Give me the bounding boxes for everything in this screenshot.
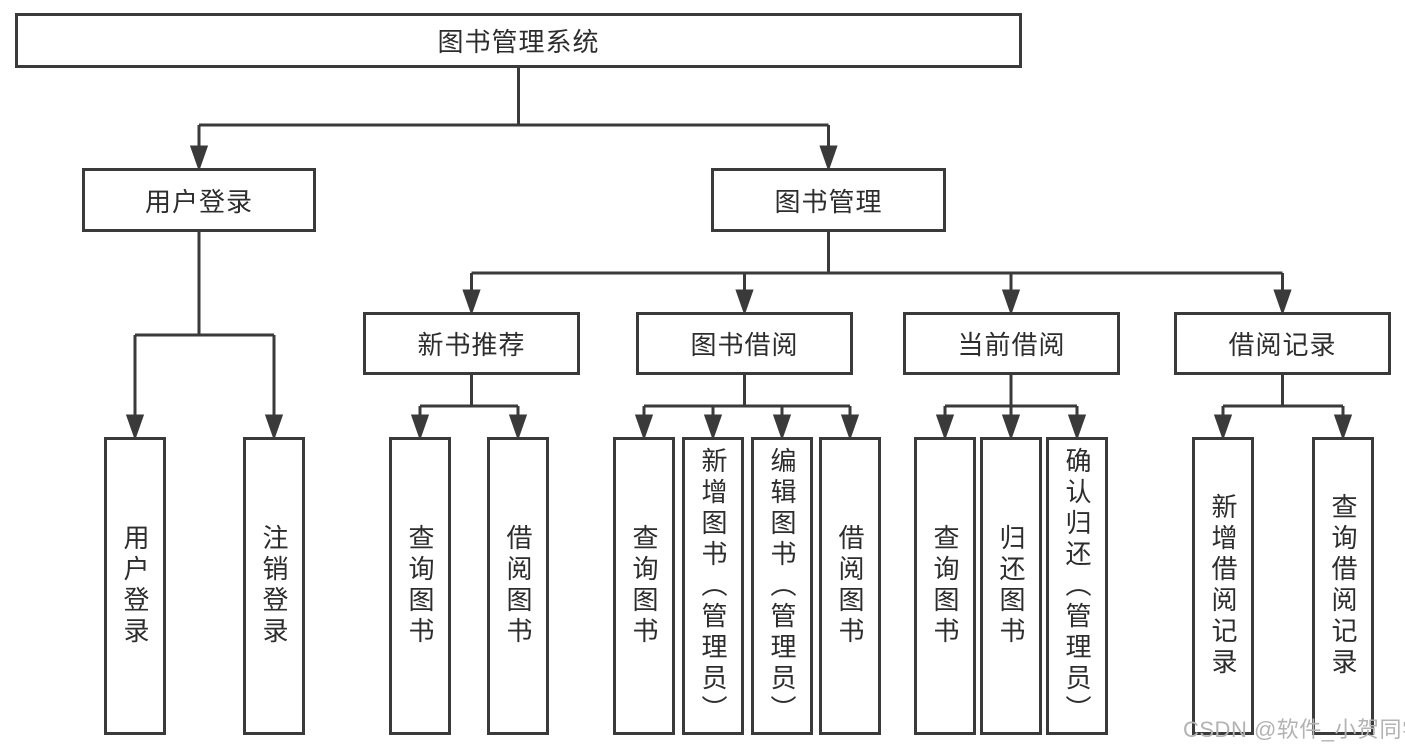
node-label: 借阅记录 xyxy=(1228,330,1337,360)
node-label: 借阅图书 xyxy=(835,524,865,648)
node-label: 查询图书 xyxy=(930,524,960,648)
node-label: 查询图书 xyxy=(405,524,435,648)
node-bb-query-books: 查询图书 xyxy=(613,437,675,735)
node-label: 查询借阅记录 xyxy=(1328,493,1358,679)
node-label: 确认归还（管理员） xyxy=(1062,446,1092,726)
watermark-text: CSDN @软件_小贺同学 xyxy=(1183,717,1405,742)
node-label: 查询图书 xyxy=(629,524,659,648)
connector-new-book-recommendation-to-leaves xyxy=(410,375,528,441)
node-br-query-borrow-record: 查询借阅记录 xyxy=(1312,437,1374,735)
connector-current-borrowing-to-leaves xyxy=(935,375,1087,441)
node-label: 新增图书（管理员） xyxy=(698,446,728,726)
node-label: 新增借阅记录 xyxy=(1208,493,1238,679)
connector-user-login-to-leaves xyxy=(125,232,284,441)
node-label: 归还图书 xyxy=(996,524,1026,648)
node-label: 注销登录 xyxy=(259,524,289,648)
node-new-book-recommendation: 新书推荐 xyxy=(363,312,580,375)
node-library-management-system: 图书管理系统 xyxy=(15,13,1022,68)
node-label: 新书推荐 xyxy=(417,330,526,360)
node-cb-confirm-return-admin: 确认归还（管理员） xyxy=(1046,437,1108,735)
node-label: 编辑图书（管理员） xyxy=(767,446,797,726)
node-book-management: 图书管理 xyxy=(711,168,946,232)
connector-book-management-to-level3 xyxy=(462,232,1292,316)
node-label: 图书管理 xyxy=(774,186,883,217)
node-bb-edit-books-admin: 编辑图书（管理员） xyxy=(751,437,813,735)
connector-root-to-level2 xyxy=(189,68,838,172)
connector-book-borrowing-to-leaves xyxy=(634,375,860,441)
node-bb-borrow-books: 借阅图书 xyxy=(819,437,881,735)
node-label: 当前借阅 xyxy=(957,330,1066,360)
node-label: 用户登录 xyxy=(120,524,150,648)
node-leaf-logout: 注销登录 xyxy=(243,437,305,735)
node-leaf-user-login: 用户登录 xyxy=(104,437,166,735)
node-user-login: 用户登录 xyxy=(82,168,316,232)
node-current-borrowing: 当前借阅 xyxy=(903,312,1120,375)
node-label: 图书管理系统 xyxy=(437,27,600,57)
node-cb-query-books: 查询图书 xyxy=(914,437,976,735)
node-label: 借阅图书 xyxy=(503,524,533,648)
node-cb-return-books: 归还图书 xyxy=(980,437,1042,735)
node-br-add-borrow-record: 新增借阅记录 xyxy=(1192,437,1254,735)
node-rec-borrow-books: 借阅图书 xyxy=(487,437,549,735)
connector-borrowing-records-to-leaves xyxy=(1213,375,1353,441)
node-book-borrowing: 图书借阅 xyxy=(636,312,853,375)
node-label: 图书借阅 xyxy=(690,330,799,360)
node-borrowing-records: 借阅记录 xyxy=(1174,312,1391,375)
node-bb-add-books-admin: 新增图书（管理员） xyxy=(682,437,744,735)
node-rec-query-books: 查询图书 xyxy=(389,437,451,735)
node-label: 用户登录 xyxy=(144,186,253,217)
